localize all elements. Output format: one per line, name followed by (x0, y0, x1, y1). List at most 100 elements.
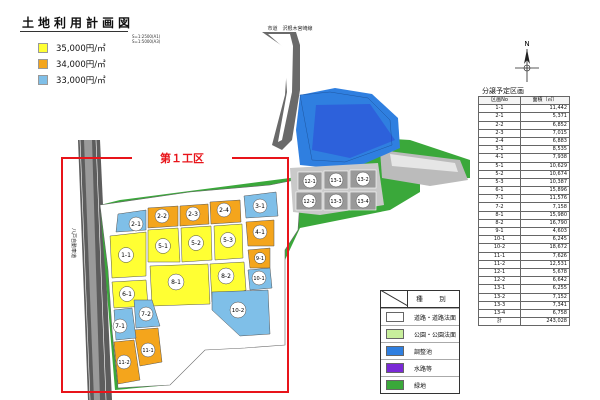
legend-swatch (386, 312, 404, 322)
parcel-area: 15,896 (520, 186, 570, 196)
marker-8-1: 8-1 (167, 273, 185, 291)
marker-2-2: 2-2 (154, 208, 170, 224)
marker-13-4: 13-4 (355, 193, 371, 209)
marker-11-1: 11-1 (140, 342, 156, 358)
legend-swatch (386, 329, 404, 339)
highway-band (78, 139, 112, 400)
total-label: 計 (478, 317, 521, 327)
parcel-no: 5-1 (478, 161, 521, 171)
parcel-area: 6,642 (520, 276, 570, 286)
legend-header: 種 別 (381, 291, 459, 308)
svg-text:10-2: 10-2 (232, 308, 244, 314)
table-header: 区画No (478, 95, 521, 106)
parcel-area: 7,938 (520, 153, 570, 163)
parcel-area: 11,442 (520, 104, 570, 114)
road-label-north: 市道 沢根木宮崎線 (267, 25, 312, 32)
price-row-35000: 35,000円/㎡ (38, 40, 106, 56)
table-header: 面積（㎡） (520, 95, 570, 106)
parcel-no: 13-3 (478, 300, 521, 310)
land-use-legend: 種 別 道路・道路法面 公園・公園法面 調整池 水路等 緑地 (380, 290, 460, 394)
svg-text:9-1: 9-1 (256, 256, 264, 262)
legend-label: 公園・公園法面 (414, 331, 457, 339)
svg-text:12-1: 12-1 (304, 179, 315, 185)
parcel-area: 10,674 (520, 169, 570, 179)
parcel-area: 7,152 (520, 292, 570, 302)
marker-5-2: 5-2 (188, 235, 204, 251)
legend-item-park: 公園・公園法面 (381, 325, 459, 342)
parcel-area: 7,626 (520, 251, 570, 261)
legend-label: 道路・道路法面 (414, 314, 457, 322)
parcel-no: 3-1 (478, 145, 521, 155)
svg-text:2-1: 2-1 (131, 221, 141, 228)
price-legend: 35,000円/㎡ 34,000円/㎡ 33,000円/㎡ (38, 40, 106, 88)
marker-10-2: 10-2 (229, 301, 247, 319)
parcel-area: 6,245 (520, 235, 570, 245)
parcel-no: 2-4 (478, 136, 521, 147)
parcel-no: 2-3 (478, 128, 521, 138)
parcel-no: 1-1 (478, 104, 521, 114)
svg-text:13-3: 13-3 (330, 199, 341, 205)
scale-a3: S=1:5000(A3) (132, 39, 161, 44)
marker-13-1: 13-1 (328, 172, 344, 188)
phase-1-boundary: 第１工区 (61, 151, 289, 393)
north-arrow-icon: N (515, 40, 539, 82)
svg-text:7-2: 7-2 (141, 311, 151, 318)
parcel-no: 4-1 (478, 153, 521, 163)
parcel-area: 6,758 (520, 308, 570, 319)
swatch-orange (38, 59, 48, 69)
marker-3-1: 3-1 (252, 198, 268, 214)
svg-text:5-1: 5-1 (158, 243, 168, 250)
title-underline (20, 31, 128, 32)
marker-11-2: 11-2 (116, 354, 132, 370)
svg-text:13-4: 13-4 (357, 199, 368, 205)
svg-text:6-1: 6-1 (122, 291, 132, 298)
parcel-no: 2-2 (478, 120, 521, 130)
parcel-area: 7,158 (520, 202, 570, 212)
parcel-no: 8-2 (478, 218, 521, 229)
legend-item-road: 道路・道路法面 (381, 308, 459, 325)
price-label: 33,000円/㎡ (56, 76, 106, 86)
parcel-no: 2-1 (478, 112, 521, 122)
legend-swatch (386, 380, 404, 390)
svg-text:13-2: 13-2 (357, 177, 368, 183)
svg-text:4-1: 4-1 (255, 229, 265, 236)
parcel-area: 5,371 (520, 112, 570, 122)
parcel-no: 13-1 (478, 284, 521, 294)
legend-label: 調整池 (414, 348, 433, 356)
marker-2-1: 2-1 (128, 216, 144, 232)
svg-text:N: N (524, 40, 529, 48)
marker-7-1: 7-1 (112, 318, 128, 334)
parcel-no: 5-3 (478, 177, 521, 188)
legend-label: 緑地 (414, 382, 427, 390)
svg-text:1-1: 1-1 (121, 252, 131, 259)
svg-text:3-1: 3-1 (255, 203, 265, 210)
parcel-no: 7-2 (478, 202, 521, 212)
parcel-no: 13-4 (478, 308, 521, 319)
marker-8-2: 8-2 (217, 267, 235, 285)
legend-swatch (386, 363, 404, 373)
map-title: 土地利用計画図 (22, 16, 135, 30)
scale-note: S=1:2500(A1) S=1:5000(A3) (132, 34, 160, 44)
parcel-no: 8-1 (478, 210, 521, 220)
parcel-no: 12-2 (478, 276, 521, 286)
parcel-area: 6,883 (520, 136, 570, 147)
parcel-area: 6,852 (520, 120, 570, 130)
parcel-area: 11,576 (520, 194, 570, 204)
